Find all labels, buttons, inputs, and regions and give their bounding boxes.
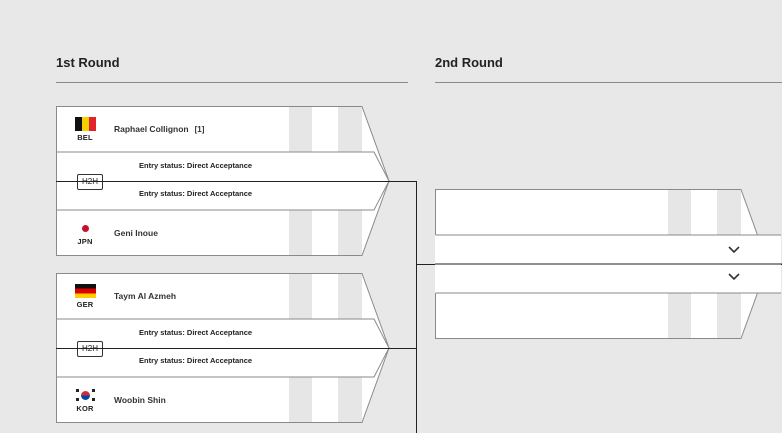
japan-flag <box>74 220 96 235</box>
h2h-button[interactable]: H2H <box>77 174 103 190</box>
player-name[interactable]: Taym Al Azmeh <box>114 291 177 301</box>
country-code: KOR <box>76 403 94 413</box>
player-row[interactable]: BEL Raphael Collignon [1] <box>56 106 204 152</box>
player-name[interactable]: Geni Inoue <box>114 228 158 238</box>
round-divider <box>435 82 782 83</box>
entry-status: Entry status: Direct Acceptance <box>139 161 253 170</box>
player-row[interactable]: GER Taym Al Azmeh <box>56 273 176 319</box>
germany-flag <box>74 283 96 298</box>
chevron-down-icon[interactable] <box>727 272 741 282</box>
match-card-outline <box>435 189 782 339</box>
round-divider <box>56 82 408 83</box>
country-code: BEL <box>77 132 93 142</box>
round-title-2: 2nd Round <box>435 55 503 70</box>
bracket-connector <box>56 181 417 182</box>
country-code: GER <box>76 299 94 309</box>
player-name[interactable]: Raphael Collignon <box>114 124 189 134</box>
round-title-1: 1st Round <box>56 55 120 70</box>
player-row[interactable]: JPN Geni Inoue <box>56 210 158 256</box>
match-card-round-2[interactable] <box>435 189 782 339</box>
chevron-down-icon[interactable] <box>727 245 741 255</box>
korea-flag <box>74 387 96 402</box>
entry-status: Entry status: Direct Acceptance <box>139 356 253 365</box>
bracket-connector <box>56 348 417 349</box>
entry-status: Entry status: Direct Acceptance <box>139 328 253 337</box>
entry-status: Entry status: Direct Acceptance <box>139 189 253 198</box>
player-row[interactable]: KOR Woobin Shin <box>56 377 166 423</box>
country-code: JPN <box>77 236 93 246</box>
player-name[interactable]: Woobin Shin <box>114 395 166 405</box>
bracket-connector <box>416 181 417 433</box>
seed-badge: [1] <box>194 124 205 134</box>
belgium-flag <box>74 116 96 131</box>
h2h-button[interactable]: H2H <box>77 341 103 357</box>
